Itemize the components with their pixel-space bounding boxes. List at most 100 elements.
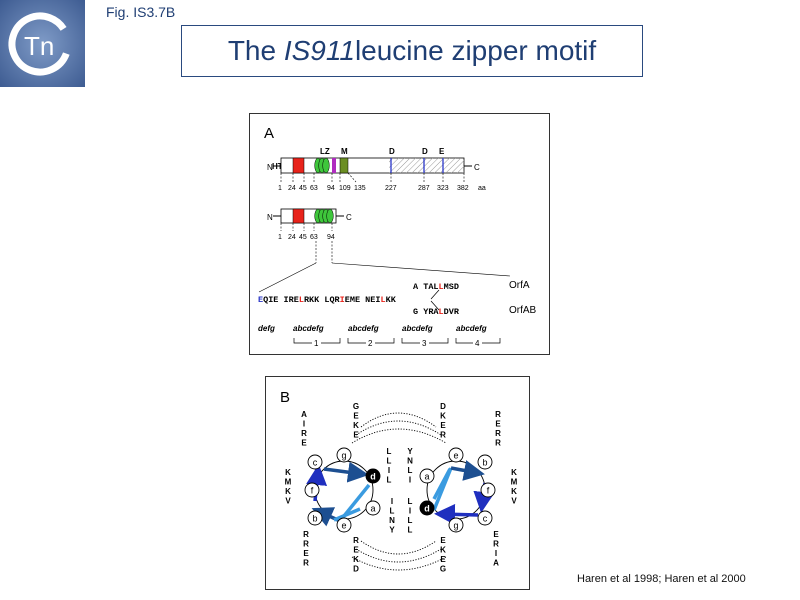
title-suffix: leucine zipper motif <box>354 35 597 66</box>
left-col-k-1: M <box>285 478 292 487</box>
center-left2-1: L <box>390 507 395 516</box>
pos-45: 45 <box>299 185 307 192</box>
panel-a-domain-map: A HTH LZ M D D E N C <box>249 113 550 355</box>
left-col-a-2: R <box>301 429 307 438</box>
svg-text:c: c <box>313 458 318 468</box>
pos-135: 135 <box>354 185 366 192</box>
right-wheel-f: f <box>480 482 496 498</box>
left-col-k-2: K <box>285 487 291 496</box>
tn-logo: Tn <box>0 0 85 87</box>
right-top-d-3: R <box>440 431 446 440</box>
panel-a-label: A <box>264 125 274 142</box>
right-col-e-0: E <box>493 530 499 539</box>
left-col-k-0: K <box>285 468 291 477</box>
right-wheel-b: b <box>477 454 493 470</box>
right-wheel-e: e <box>448 447 464 463</box>
left-wheel-b: b <box>307 510 323 526</box>
left-top-g-1: E <box>353 412 359 421</box>
hth-domain <box>292 157 305 174</box>
left-wheel-e: e <box>336 517 352 533</box>
heptad-num-3: 3 <box>422 339 427 348</box>
heptad-0: defg <box>258 324 275 333</box>
heptad-num-1: 1 <box>314 339 319 348</box>
right-wheel-g: g <box>448 517 464 533</box>
center-right-0: Y <box>407 447 413 456</box>
short-pos-94: 94 <box>327 234 335 241</box>
left-top-g-3: E <box>353 431 359 440</box>
right-col-r-1: E <box>495 420 501 429</box>
right-bottom-e-0: E <box>440 536 446 545</box>
slide-title: The IS911 leucine zipper motif <box>181 25 643 77</box>
svg-text:g: g <box>341 451 346 461</box>
svg-text:e: e <box>453 451 458 461</box>
short-pos-63: 63 <box>310 234 318 241</box>
center-left2-0: I <box>391 497 393 506</box>
right-col-k-0: K <box>511 468 517 477</box>
panel-b-label: B <box>280 389 290 406</box>
svg-text:f: f <box>487 486 490 496</box>
svg-text:d: d <box>424 504 430 514</box>
left-wheel-f: f <box>304 482 320 498</box>
left-wheel-a: a <box>365 500 381 516</box>
pos-382: 382 <box>457 185 469 192</box>
right-col-k-2: K <box>511 487 517 496</box>
left-bottom-r-1: E <box>353 546 359 555</box>
citation: Haren et al 1998; Haren et al 2000 <box>577 573 746 585</box>
heptad-num-2: 2 <box>368 339 373 348</box>
aa-unit: aa <box>478 185 486 192</box>
right-wheel-d: d <box>419 500 435 516</box>
center-right2-2: L <box>408 516 413 525</box>
transposon-c-logo-icon: Tn <box>0 0 85 87</box>
short-pos-45: 45 <box>299 234 307 241</box>
pos-1: 1 <box>278 185 282 192</box>
left-col-r-2: E <box>303 549 309 558</box>
right-top-d-0: D <box>440 402 446 411</box>
right-col-r-2: R <box>495 429 501 438</box>
short-pos-24: 24 <box>288 234 296 241</box>
m-domain <box>339 157 349 174</box>
left-col-k-3: V <box>285 497 291 506</box>
d-label-1: D <box>389 147 395 156</box>
left-bottom-r-0: R <box>353 536 359 545</box>
heptad-4: abcdefg <box>456 324 487 333</box>
heptad-1: abcdefg <box>293 324 324 333</box>
heptad-3: abcdefg <box>402 324 433 333</box>
figure-label: Fig. IS3.7B <box>106 4 176 20</box>
left-col-a-0: A <box>301 410 307 419</box>
center-right-2: L <box>408 466 413 475</box>
center-left-3: L <box>387 476 392 485</box>
right-col-k-3: V <box>511 497 517 506</box>
svg-text:c: c <box>483 514 488 524</box>
n-terminus-label: N <box>267 163 273 172</box>
center-left2-3: Y <box>389 526 395 535</box>
title-italic: IS911 <box>283 35 355 66</box>
right-col-r-3: R <box>495 439 501 448</box>
pos-323: 323 <box>437 185 449 192</box>
right-col-e-1: R <box>493 540 499 549</box>
svg-text:g: g <box>453 521 458 531</box>
e-label: E <box>439 147 445 156</box>
pos-287: 287 <box>418 185 430 192</box>
left-col-r-1: R <box>303 540 309 549</box>
c-terminus-label-2: C <box>346 213 352 222</box>
orfab-sequence: G YRALDVR <box>413 307 460 317</box>
short-pos-1: 1 <box>278 234 282 241</box>
left-col-a-1: I <box>303 420 305 429</box>
right-top-d-2: E <box>440 421 446 430</box>
heptad-2: abcdefg <box>348 324 379 333</box>
svg-text:d: d <box>370 472 376 482</box>
catalytic-domain-hatch <box>389 158 464 173</box>
left-wheel-d: d <box>365 468 381 484</box>
right-top-d-1: K <box>440 412 446 421</box>
svg-text:a: a <box>424 472 429 482</box>
n-terminus-label-2: N <box>267 213 273 222</box>
svg-text:f: f <box>311 486 314 496</box>
left-col-a-3: E <box>301 439 307 448</box>
center-right2-0: L <box>408 497 413 506</box>
svg-text:b: b <box>482 458 487 468</box>
right-col-k-1: M <box>511 478 518 487</box>
center-left-0: L <box>387 447 392 456</box>
right-col-e-2: I <box>495 549 497 558</box>
left-bottom-r-3: D <box>353 565 359 574</box>
